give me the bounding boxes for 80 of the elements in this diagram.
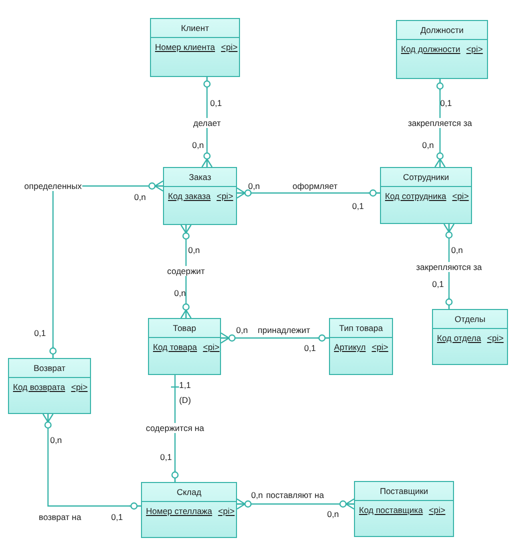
cardinality-label: 0,n	[236, 325, 248, 335]
relationship-label: поставляют на	[265, 490, 325, 500]
entity-name: Поставщики	[355, 482, 453, 501]
entity-box	[396, 20, 488, 79]
key-marker: <pi>	[202, 342, 220, 352]
cardinality-label: 0,n	[251, 490, 263, 500]
cardinality-label: 0,n	[134, 192, 146, 202]
relationship-label: закрепляются за	[415, 262, 483, 272]
cardinality-label: 0,n	[50, 435, 62, 445]
cardinality-label: 0,n	[248, 181, 260, 191]
entity-name: Возврат	[9, 359, 90, 378]
entity-box	[432, 309, 508, 365]
attribute-name: Код отдела	[437, 333, 482, 343]
entity-name: Должности	[397, 21, 487, 40]
entity-box	[380, 167, 472, 224]
entity-name: Сотрудники	[381, 168, 471, 187]
relationship-label: содержит	[166, 266, 206, 276]
cardinality-label: 0,n	[188, 245, 200, 255]
cardinality-label: 0,1	[210, 98, 222, 108]
relationship-line	[443, 223, 455, 310]
key-marker: <pi>	[218, 506, 235, 516]
attribute-name: Код поставщика	[359, 505, 423, 515]
cardinality-label: 1,1	[179, 380, 191, 390]
key-marker: <pi>	[71, 382, 88, 392]
entity-box	[354, 481, 454, 537]
key-marker: <pi>	[221, 42, 238, 52]
entity-name: Отделы	[433, 310, 507, 329]
entity-name: Заказ	[164, 168, 236, 187]
entity-name: Товар	[149, 319, 220, 338]
attribute-name: Номер стеллажа	[146, 506, 212, 516]
entity-name: Тип товара	[330, 319, 392, 338]
key-marker: <pi>	[216, 191, 234, 201]
relationship-line	[236, 498, 355, 510]
relationship-line	[201, 76, 213, 168]
cardinality-label: 0,1	[34, 328, 46, 338]
attribute-name: Код возврата	[13, 382, 66, 392]
entity-box	[148, 318, 221, 375]
cardinality-label: 0,n	[174, 288, 186, 298]
cardinality-label: 0,1	[432, 279, 444, 289]
key-marker: <pi>	[466, 44, 483, 54]
attribute-name: Номер клиента	[155, 42, 215, 52]
relationship-label: определенных	[23, 181, 83, 191]
key-marker: <pi>	[452, 191, 469, 201]
cardinality-label: 0,1	[304, 343, 316, 353]
relationship-line	[170, 375, 180, 483]
dependency-mark: (D)	[179, 395, 191, 405]
relationship-label: возврат на	[38, 512, 82, 522]
relationship-line	[236, 187, 381, 199]
key-marker: <pi>	[372, 342, 388, 352]
key-marker: <pi>	[428, 505, 446, 515]
attribute-name: Артикул	[334, 342, 366, 352]
entity-name: Склад	[142, 483, 236, 502]
entity-box	[329, 318, 393, 375]
entity-box	[150, 18, 240, 77]
attribute-name: Код сотрудника	[385, 191, 446, 201]
entity-box	[163, 167, 237, 225]
relationship-label: содержится на	[144, 423, 206, 433]
cardinality-label: 0,n	[451, 245, 463, 255]
relationship-label: делает	[192, 118, 222, 128]
relationship-line	[434, 78, 446, 168]
attribute-name: Код должности	[401, 44, 460, 54]
attribute-name: Код заказа	[168, 191, 211, 201]
attribute-name: Код товара	[153, 342, 197, 352]
cardinality-label: 0,n	[422, 140, 434, 150]
cardinality-label: 0,1	[440, 98, 452, 108]
relationship-line	[220, 332, 330, 344]
key-marker: <pi>	[487, 333, 504, 343]
cardinality-label: 0,1	[352, 201, 364, 211]
relationship-line	[42, 413, 142, 510]
cardinality-label: 0,1	[111, 512, 123, 522]
cardinality-label: 0,n	[192, 140, 204, 150]
relationship-label: оформляет	[292, 181, 338, 191]
relationship-line	[180, 224, 192, 319]
entity-name: Клиент	[151, 19, 239, 38]
cardinality-label: 0,n	[327, 509, 339, 519]
cardinality-label: 0,1	[160, 452, 172, 462]
entity-box	[141, 482, 237, 538]
relationship-label: принадлежит	[256, 325, 312, 335]
relationship-label: закрепляется за	[406, 118, 474, 128]
entity-box	[8, 358, 91, 414]
